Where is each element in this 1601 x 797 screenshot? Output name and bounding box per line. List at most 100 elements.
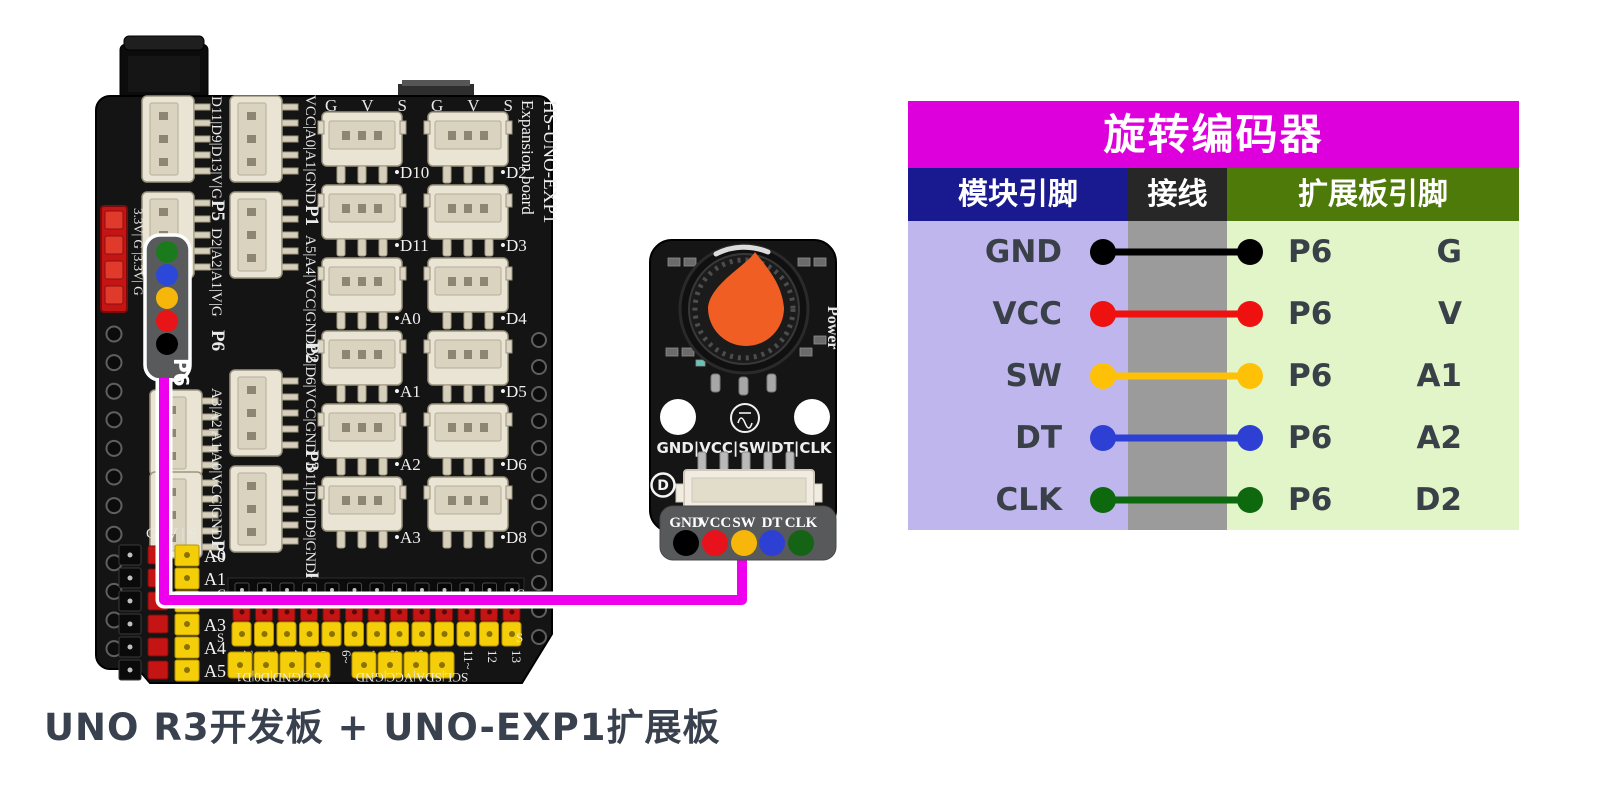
rotary-encoder-module: Power GND|VCC|SW|DT|CLK D (649, 239, 841, 561)
usb-port-rim (402, 80, 470, 86)
svg-text:•A2: •A2 (394, 455, 421, 474)
pin-label-clk: CLK (785, 515, 818, 531)
pin-label-gnd: GND (669, 515, 703, 531)
pin-label-dt: DT (762, 515, 783, 531)
svg-text:A5: A5 (204, 661, 226, 681)
column-header-expansion-pins: 扩展板引脚 (1227, 168, 1519, 221)
table-row-clk: CLK P6 D2 (908, 469, 1519, 530)
column-header-wiring: 接线 (1128, 168, 1227, 221)
p6-callout: P6 (143, 233, 193, 387)
gvs-header-left: G V S (325, 96, 417, 115)
diagram-caption: UNO R3开发板 + UNO-EXP1扩展板 (44, 706, 721, 749)
svg-text:A0: A0 (204, 546, 226, 566)
svg-text:P3: P3 (301, 450, 322, 471)
module-pin-label: GND (984, 234, 1062, 270)
pin-dot-sw (731, 530, 757, 556)
encoder-pin-legend: GND VCC SW DT CLK (659, 505, 837, 561)
svg-text:A4: A4 (204, 638, 226, 658)
svg-text:S: S (516, 630, 523, 645)
mounting-hole-right (794, 399, 830, 435)
right-header-holes (531, 332, 547, 645)
serial-pin-blocks (227, 651, 455, 679)
table-row-vcc: VCC P6 V (908, 283, 1519, 345)
svg-text:D: D (657, 478, 669, 494)
svg-text:D2|A2|A1|V|G: D2|A2|A1|V|G (208, 228, 224, 317)
svg-text:•D5: •D5 (500, 382, 527, 401)
encoder-logo-icon (730, 403, 760, 433)
svg-text:•D10: •D10 (394, 163, 429, 182)
usb-port (398, 84, 474, 96)
expansion-board: G V S G V S HS-UNO-EXP1 Expansion board … (95, 35, 560, 685)
p6-dot-gnd (156, 333, 178, 355)
wire-graphic (1090, 239, 1263, 265)
svg-text:A3: A3 (204, 615, 226, 635)
board-pin-label: G (1436, 234, 1462, 270)
wiring-table-title: 旋转编码器 (908, 101, 1519, 168)
smd-pads (665, 257, 827, 367)
svg-text:6~: 6~ (339, 650, 354, 664)
module-pin-label: CLK (995, 482, 1062, 518)
svg-text:S: S (217, 630, 224, 645)
svg-text:•D4: •D4 (500, 309, 527, 328)
pin-label-sw: SW (732, 515, 755, 531)
wiring-table-body: GND P6 G VCC P6 V SW (908, 221, 1519, 530)
wire-graphic (1090, 363, 1263, 389)
wire-graphic (1090, 425, 1263, 451)
dc-power-jack (119, 35, 209, 101)
module-pin-label: VCC (992, 296, 1063, 332)
svg-text:D11|D10|D9|GND: D11|D10|D9|GND (302, 462, 318, 573)
port-label: P6 (1288, 482, 1333, 518)
port-label: P6 (1288, 296, 1333, 332)
knob-orange-pointer (708, 252, 784, 346)
wire-graphic (1090, 487, 1263, 513)
pin-label-vcc: VCC (699, 515, 732, 531)
svg-text:•D8: •D8 (500, 528, 527, 547)
gvs-header-right: G V S (431, 96, 523, 115)
mounting-hole-left (660, 399, 696, 435)
encoder-knob (678, 243, 810, 375)
svg-text:P1: P1 (301, 205, 322, 226)
svg-text:•D2: •D2 (500, 163, 527, 182)
p6-dot-dt (156, 264, 178, 286)
wiring-table: 旋转编码器 模块引脚 接线 扩展板引脚 GND P6 G VCC P6 (908, 101, 1519, 530)
table-row-sw: SW P6 A1 (908, 345, 1519, 407)
analog-labels: A0 A1 A2 A3 A4 A5 (204, 546, 226, 681)
wire-graphic (1090, 301, 1263, 327)
board-name-line1: HS-UNO-EXP1 (539, 100, 560, 224)
knob-legs (710, 373, 777, 396)
power-pins-silkscreen: 3.3V| G |3.3V| G (131, 208, 146, 296)
p6-dot-clk (156, 241, 178, 263)
svg-text:11~: 11~ (461, 650, 476, 670)
svg-text:D11|D9|D13|V|G: D11|D9|D13|V|G (208, 96, 224, 199)
bottom-silkscreen-1: VCC|GND|D0|D1 (236, 670, 330, 685)
table-row-gnd: GND P6 G (908, 221, 1519, 283)
d-logo-icon: D (650, 472, 676, 498)
board-pin-label: A1 (1416, 358, 1462, 394)
svg-text:•A0: •A0 (394, 309, 421, 328)
svg-text:13: 13 (509, 650, 524, 663)
pin-dot-vcc (702, 530, 728, 556)
svg-text:A3|A2|A1|A0|VCC|GND: A3|A2|A1|A0|VCC|GND (208, 388, 224, 540)
svg-text:•D11: •D11 (394, 236, 429, 255)
board-pin-label: D2 (1414, 482, 1462, 518)
p6-dot-vcc (156, 310, 178, 332)
silkscreen-inner: VCC|A0|A1|GND P1 A5|A4|VCC|GND P2 D5|D6|… (301, 95, 322, 594)
table-row-dt: DT P6 A2 (908, 407, 1519, 469)
column-header-module-pins: 模块引脚 (908, 168, 1128, 221)
svg-text:P2: P2 (301, 342, 322, 363)
svg-text:•A1: •A1 (394, 382, 421, 401)
svg-text:A1: A1 (204, 569, 226, 589)
board-name-line2: Expansion board (518, 100, 537, 215)
svg-text:•D3: •D3 (500, 236, 527, 255)
svg-text:D5|D6|VCC|GND: D5|D6|VCC|GND (302, 345, 318, 454)
port-label: P6 (1288, 358, 1333, 394)
svg-text:P7: P7 (207, 540, 228, 562)
port-label: P6 (1288, 420, 1333, 456)
silkscreen-outer: D11|D9|D13|V|G P5 D2|A2|A1|V|G P6 A3|A2|… (207, 96, 228, 562)
left-header-holes (105, 325, 123, 658)
svg-text:12: 12 (485, 650, 500, 663)
pin-dot-clk (788, 530, 814, 556)
p6-callout-label: P6 (169, 358, 193, 387)
